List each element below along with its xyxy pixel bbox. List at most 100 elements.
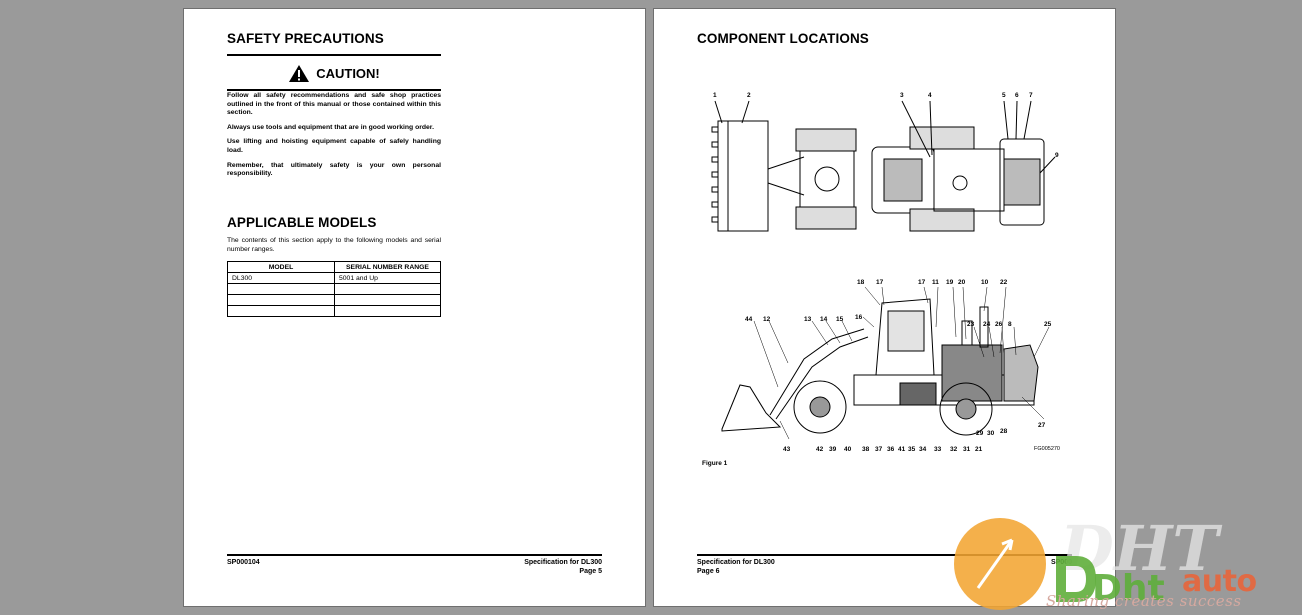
table-cell: DL300 bbox=[227, 272, 335, 284]
front-wheel-side bbox=[793, 380, 847, 434]
callout-label: 1 bbox=[713, 92, 717, 99]
column-header-model: MODEL bbox=[227, 261, 335, 273]
callout-label: 35 bbox=[908, 446, 916, 452]
warning-triangle-icon bbox=[289, 64, 310, 82]
callout-label: 6 bbox=[1015, 92, 1019, 99]
safety-paragraph: Follow all safety recommendations and sa… bbox=[227, 92, 441, 117]
loader-top-view-diagram: 1 2 3 4 5 6 7 9 bbox=[711, 92, 1059, 232]
callout-label: 20 bbox=[958, 279, 966, 286]
callout-label: 8 bbox=[1008, 321, 1012, 328]
bucket-side bbox=[721, 384, 782, 432]
footer-page: Page 6 bbox=[697, 568, 720, 575]
callout-label: 22 bbox=[1000, 279, 1008, 286]
callout-label: 14 bbox=[820, 316, 828, 323]
table-row: DL300 5001 and Up bbox=[227, 272, 441, 284]
callout-label: 44 bbox=[745, 316, 753, 323]
callout-label: 32 bbox=[950, 446, 958, 452]
footer-code: SP000104 bbox=[227, 559, 260, 566]
callout-label: 26 bbox=[995, 321, 1003, 328]
figure-label: Figure 1 bbox=[702, 460, 728, 467]
safety-precautions-title: SAFETY PRECAUTIONS bbox=[227, 31, 384, 46]
footer-rule bbox=[697, 554, 1072, 556]
callout-label: 43 bbox=[783, 446, 791, 452]
footer-page: Page 5 bbox=[579, 568, 602, 575]
callout-label: 3 bbox=[900, 92, 904, 99]
callout-label: 25 bbox=[1044, 321, 1052, 328]
callout-label: 11 bbox=[932, 279, 939, 286]
cab-roof bbox=[883, 158, 923, 202]
applicable-models-title: APPLICABLE MODELS bbox=[227, 215, 377, 230]
callout-label: 37 bbox=[875, 446, 883, 452]
callout-label: 24 bbox=[983, 321, 991, 328]
callout-label: 17 bbox=[918, 279, 926, 286]
exhaust-stack bbox=[961, 320, 973, 346]
table-cell bbox=[227, 294, 335, 306]
counterweight bbox=[999, 138, 1045, 226]
callout-label: 30 bbox=[987, 430, 995, 437]
table-row bbox=[227, 294, 441, 306]
watermark-dht-graphic: Dht bbox=[1056, 556, 1165, 608]
safety-paragraph: Remember, that ultimately safety is your… bbox=[227, 161, 441, 178]
callout-label: 27 bbox=[1038, 422, 1046, 429]
watermark-tagline: Sharing creates success bbox=[1046, 592, 1242, 610]
callout-label: 16 bbox=[855, 314, 863, 321]
dht-auto-watermark: DHT Dht auto Sharing creates success bbox=[950, 510, 1302, 615]
applicable-models-intro: The contents of this section apply to th… bbox=[227, 237, 441, 253]
air-intake bbox=[979, 306, 989, 348]
caution-banner: CAUTION! bbox=[227, 57, 441, 89]
transmission bbox=[899, 382, 937, 406]
callout-label: 34 bbox=[919, 446, 927, 452]
engine-block bbox=[941, 344, 1003, 402]
table-header-row: MODEL SERIAL NUMBER RANGE bbox=[227, 261, 441, 273]
callout-label: 36 bbox=[887, 446, 895, 452]
callout-label: 2 bbox=[747, 92, 751, 99]
bucket-outline bbox=[717, 120, 769, 232]
footer-spec: Specification for DL300 Page 5 bbox=[524, 558, 602, 576]
callout-label: 7 bbox=[1029, 92, 1033, 99]
callout-label: 38 bbox=[862, 446, 870, 452]
callout-label: 5 bbox=[1002, 92, 1006, 99]
models-table: MODEL SERIAL NUMBER RANGE DL300 5001 and… bbox=[227, 261, 441, 317]
callout-label: 40 bbox=[844, 446, 852, 452]
table-cell bbox=[334, 305, 441, 317]
callout-label: 19 bbox=[946, 279, 954, 286]
watermark-auto-text: auto bbox=[1182, 564, 1257, 599]
callout-label: 39 bbox=[829, 446, 837, 452]
column-header-serial: SERIAL NUMBER RANGE bbox=[334, 261, 441, 273]
table-cell bbox=[334, 283, 441, 295]
callout-label: 10 bbox=[981, 279, 989, 286]
callout-label: 15 bbox=[836, 316, 844, 323]
callout-label: 4 bbox=[928, 92, 932, 99]
bucket-teeth bbox=[711, 126, 719, 223]
watermark-dht-text: Dht bbox=[1092, 568, 1165, 608]
callout-label: 28 bbox=[1000, 428, 1008, 435]
callout-label: 42 bbox=[816, 446, 824, 452]
callout-label: 17 bbox=[876, 279, 884, 286]
callout-label: 9 bbox=[1055, 152, 1059, 159]
manual-page-left: SAFETY PRECAUTIONS CAUTION! Follow all s… bbox=[183, 8, 646, 607]
loader-side-view-diagram: 18 17 17 11 19 20 10 22 44 12 13 14 15 1… bbox=[721, 279, 1052, 452]
rear-wheel-side bbox=[939, 382, 993, 436]
engine-hood bbox=[933, 148, 1005, 212]
footer-rule bbox=[227, 554, 602, 556]
table-row bbox=[227, 305, 441, 317]
front-wheel-left bbox=[795, 128, 857, 152]
callout-label: 21 bbox=[975, 446, 983, 452]
callout-label: 29 bbox=[976, 430, 984, 437]
table-cell bbox=[227, 305, 335, 317]
table-cell bbox=[334, 294, 441, 306]
rear-counterweight bbox=[1003, 344, 1039, 402]
callout-label: 31 bbox=[963, 446, 971, 452]
callout-label: 33 bbox=[934, 446, 942, 452]
table-row bbox=[227, 283, 441, 295]
lift-arm bbox=[769, 328, 865, 416]
callout-label: 12 bbox=[763, 316, 771, 323]
title-rule bbox=[227, 54, 441, 56]
rear-wheel-left bbox=[909, 126, 975, 150]
table-cell: 5001 and Up bbox=[334, 272, 441, 284]
manual-page-right: COMPONENT LOCATIONS bbox=[653, 8, 1116, 607]
callout-label: 23 bbox=[967, 321, 975, 328]
safety-paragraphs: Follow all safety recommendations and sa… bbox=[227, 92, 441, 185]
footer-spec: Specification for DL300 Page 6 bbox=[697, 558, 775, 576]
footer-title: Specification for DL300 bbox=[697, 559, 775, 566]
